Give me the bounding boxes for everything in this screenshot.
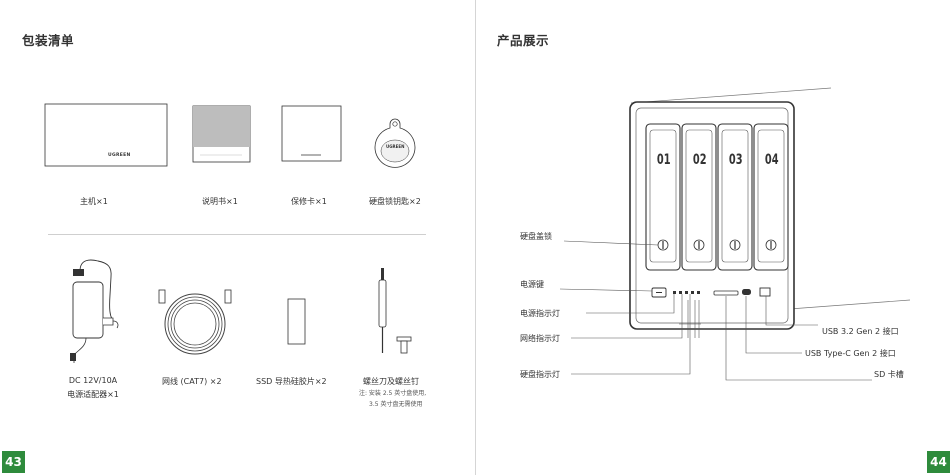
left-page: 包装清单 UGREEN 主机×1 说明书×1 保修卡×1 UGREEN 硬盘锁钥… [0, 0, 475, 475]
right-page: 产品展示 [476, 0, 950, 475]
bay-number-04: 04 [765, 152, 779, 168]
warranty-card-illustration [281, 105, 343, 163]
callout-drive-indicator: 硬盘指示灯 [520, 369, 560, 380]
packing-list-title: 包装清单 [22, 30, 74, 49]
key-brand-logo: UGREEN [386, 144, 404, 149]
callout-usb-typec-port: USB Type-C Gen 2 接口 [805, 348, 896, 359]
bay-number-02: 02 [693, 152, 707, 168]
power-adapter-illustration [66, 255, 126, 370]
page-number-right: 44 [927, 451, 950, 473]
item-label-warranty-card: 保修卡×1 [291, 196, 327, 207]
callout-network-indicator: 网络指示灯 [520, 333, 560, 344]
screw-note-line2: 3.5 英寸盘无需使用 [369, 400, 422, 409]
host-illustration [44, 103, 169, 169]
callout-power-button: 电源键 [520, 279, 544, 290]
item-label-power-adapter-line1: DC 12V/10A [62, 376, 124, 385]
item-label-drive-key: 硬盘锁钥匙×2 [369, 196, 421, 207]
callout-sd-card-slot: SD 卡槽 [874, 369, 904, 380]
callout-power-indicator: 电源指示灯 [520, 308, 560, 319]
page-number-left: 43 [2, 451, 25, 473]
item-label-power-adapter-line2: 电源适配器×1 [52, 389, 134, 400]
item-label-manual: 说明书×1 [202, 196, 238, 207]
section-divider [48, 234, 426, 235]
manual-illustration [192, 105, 252, 163]
screwdriver-illustration [376, 268, 416, 362]
item-label-screwdriver: 螺丝刀及螺丝钉 [363, 376, 419, 387]
network-cable-illustration [154, 288, 236, 358]
item-label-thermal-pad: SSD 导热硅胶片×2 [256, 376, 327, 387]
bay-number-01: 01 [657, 152, 671, 168]
bay-number-03: 03 [729, 152, 743, 168]
thermal-pad-illustration [287, 298, 307, 346]
callout-drive-lock: 硬盘盖锁 [520, 231, 552, 242]
callout-usb32-port: USB 3.2 Gen 2 接口 [822, 326, 899, 337]
item-label-host: 主机×1 [80, 196, 108, 207]
item-label-network-cable: 网线 (CAT7) ×2 [162, 376, 222, 387]
screw-note-line1: 注: 安装 2.5 英寸盘使用, [359, 389, 426, 398]
host-brand-logo: UGREEN [108, 153, 131, 158]
